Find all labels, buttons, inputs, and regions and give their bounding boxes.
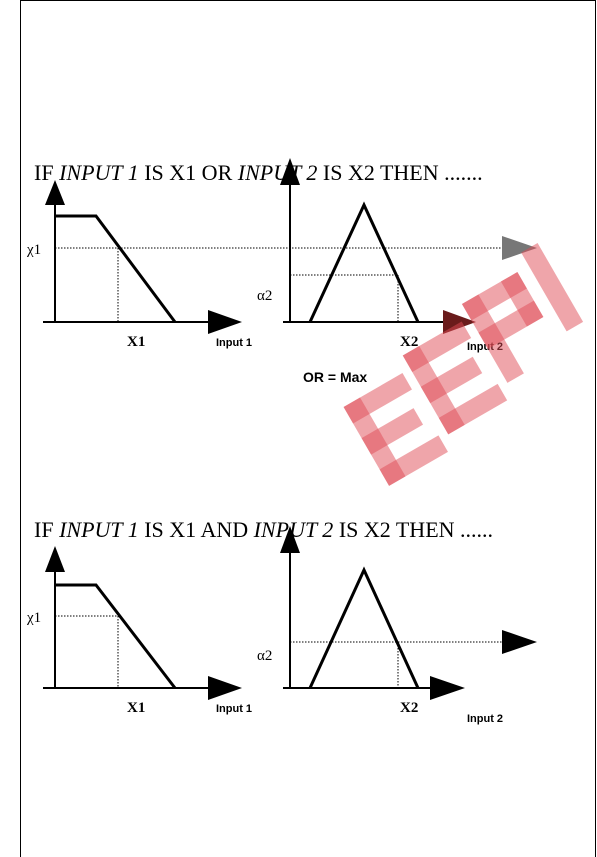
membership-curve-x1 — [55, 583, 177, 689]
or-max-label: OR = Max — [303, 369, 367, 385]
membership-chart-input1-or: χ1 X1 Input 1 — [26, 180, 503, 350]
input1-label: Input 1 — [216, 337, 252, 349]
y-axis-arrow-icon — [280, 158, 300, 185]
membership-curve-x2 — [308, 201, 420, 323]
x-axis-arrow-icon — [208, 310, 242, 334]
input2-label: Input 2 — [467, 713, 503, 725]
membership-curve-x1 — [55, 214, 177, 323]
alpha2-label: α2 — [257, 288, 272, 304]
y-axis-arrow-icon — [280, 526, 300, 553]
x2-label: X2 — [400, 334, 418, 350]
y-axis-arrow-icon — [45, 180, 65, 205]
page-border — [20, 0, 596, 857]
chi1-label: χ1 — [26, 610, 41, 626]
output-arrow-icon — [502, 236, 537, 260]
x2-label: X2 — [400, 700, 418, 716]
membership-chart-input2-and: α2 X2 Input 2 — [257, 526, 537, 725]
rule-and-text: IF INPUT 1 IS X1 AND INPUT 2 IS X2 THEN … — [34, 517, 493, 542]
x1-label: X1 — [127, 334, 145, 350]
membership-chart-input1-and: χ1 X1 Input 1 — [26, 546, 252, 716]
chi1-label: χ1 — [26, 242, 41, 258]
membership-chart-input2-or: α2 X2 Input 2 — [257, 158, 537, 353]
x-axis-arrow-icon — [208, 676, 242, 700]
eepw-logo-watermark-icon — [343, 243, 584, 486]
x1-label: X1 — [127, 700, 145, 716]
output-arrow-icon — [502, 630, 537, 654]
alpha2-label: α2 — [257, 648, 272, 664]
rule-or-text: IF INPUT 1 IS X1 OR INPUT 2 IS X2 THEN .… — [34, 160, 483, 185]
input1-label: Input 1 — [216, 703, 252, 715]
membership-curve-x2 — [308, 566, 420, 689]
x-axis-arrow-icon — [430, 676, 465, 700]
y-axis-arrow-icon — [45, 546, 65, 572]
